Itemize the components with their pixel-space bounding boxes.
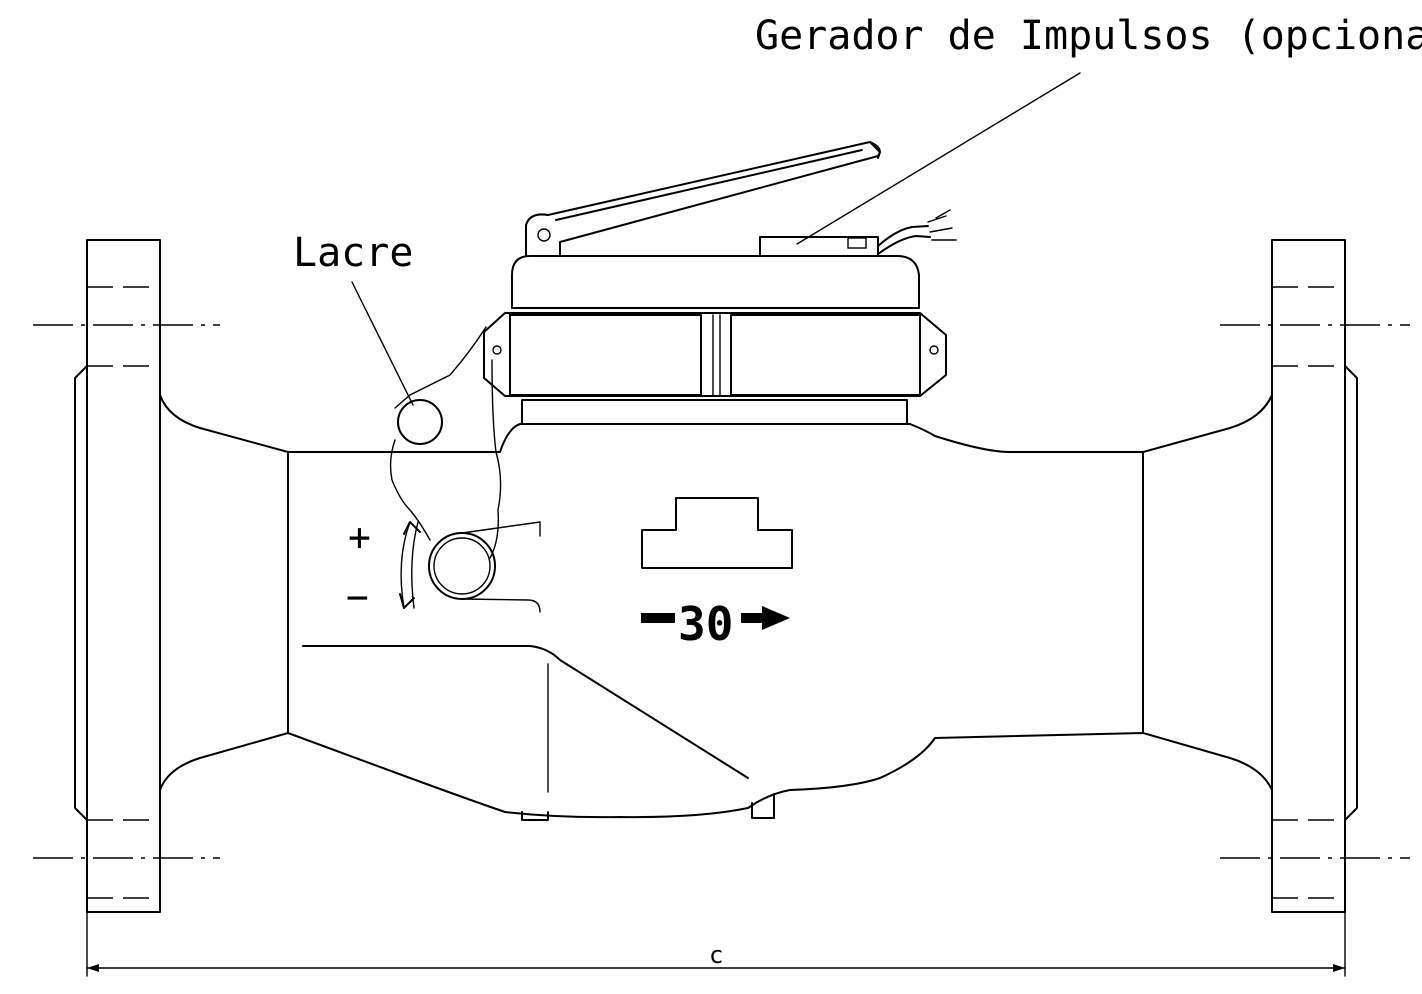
dimension-c: c [86, 911, 1346, 977]
meter-body [159, 394, 1273, 821]
register-head [483, 255, 947, 425]
pulse-generator-module [759, 209, 957, 257]
pulse-generator-label: Gerador de Impulsos (opcional) [755, 13, 1422, 59]
flow-number: 30 [678, 597, 733, 651]
adjustment-screw: + − [346, 515, 541, 619]
seal-label: Lacre [293, 230, 413, 276]
flow-direction-arrow: 30 [641, 597, 790, 651]
dimension-label: c [709, 941, 723, 969]
lid [525, 141, 881, 257]
minus-sign: − [346, 575, 369, 619]
right-flange [1220, 239, 1410, 913]
seal-leader [351, 281, 414, 406]
nameplate [641, 497, 793, 569]
left-flange [33, 239, 220, 913]
pulse-generator-leader [796, 72, 1081, 245]
plus-sign: + [348, 515, 371, 559]
seal [389, 326, 502, 559]
